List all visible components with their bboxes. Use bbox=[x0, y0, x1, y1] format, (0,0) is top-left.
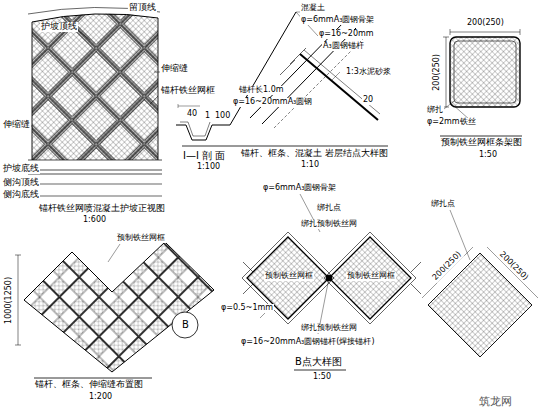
section-i-i bbox=[176, 12, 296, 146]
drawing-label: φ=6mmA₃圆钢骨架 bbox=[262, 184, 337, 193]
drawing-label: 1:50 bbox=[478, 151, 498, 160]
drawing-label: 40 bbox=[186, 110, 198, 119]
drawing-label: φ=16~20mmA₃圆钢锚杆(焊接锚杆) bbox=[240, 338, 376, 347]
drawing-label: φ=16~20mm bbox=[318, 30, 375, 39]
drawing-label: 锚杆、框条、混凝土 岩层结点大样图 bbox=[240, 149, 389, 159]
drawing-label: φ=6mmA₃圆钢骨架 bbox=[300, 16, 375, 25]
mesh-detail bbox=[422, 210, 538, 359]
drawing-label: 预制铁丝网框 bbox=[116, 234, 166, 243]
drawing-label: 1000(1250) bbox=[5, 276, 14, 325]
drawing-label: 100 bbox=[214, 112, 231, 121]
drawing-label: 侧沟顶线 bbox=[2, 178, 40, 188]
drawing-label: 1 bbox=[204, 112, 211, 121]
drawing-label: φ=0.5~1mm bbox=[220, 304, 274, 313]
drawing-label: 预制铁丝网框条架图 bbox=[440, 138, 523, 148]
drawing-label: 绑扎点 bbox=[316, 204, 342, 213]
drawing-label: 1:3水泥砂浆 bbox=[345, 68, 392, 77]
drawing-label: φ=16~20mmA₃圆钢 bbox=[232, 98, 313, 107]
drawing-label: 护坡底线 bbox=[2, 164, 40, 174]
front-view bbox=[24, 7, 162, 198]
drawing-label: 伸缩缝 bbox=[160, 64, 189, 74]
drawing-label: 绑扎预制铁丝网 bbox=[300, 220, 358, 229]
drawing-label: 1:200 bbox=[88, 393, 113, 402]
drawing-label: 20 bbox=[362, 96, 374, 105]
drawing-label: 预制铁丝网框 bbox=[346, 272, 396, 281]
drawing-label: 1:10 bbox=[300, 161, 320, 170]
drawing-label: 锚杆长1.0m bbox=[238, 86, 285, 95]
node-detail bbox=[240, 12, 388, 146]
drawing-label: φ=2mm铁丝 bbox=[426, 118, 477, 127]
drawing-label: I—I 剖 面 bbox=[182, 150, 226, 161]
drawing-label: B bbox=[181, 319, 190, 330]
drawing-label: 绑扎预制铁丝网 bbox=[300, 324, 358, 333]
drawing-label: 预制铁丝网框 bbox=[264, 272, 314, 281]
drawing-label: B点大样图 bbox=[294, 356, 343, 367]
drawing-label: 筑龙网 bbox=[478, 396, 513, 408]
drawing-label: 1:100 bbox=[196, 163, 221, 172]
drawing-label: 1:600 bbox=[82, 216, 107, 225]
drawing-label: 锚杆、框条、伸缩缝布置图 bbox=[34, 380, 144, 390]
drawing-label: A₃圆钢锚杆 bbox=[322, 42, 365, 51]
drawing-label: 混凝土 bbox=[300, 4, 326, 13]
drawing-label: 200(250) bbox=[466, 19, 505, 28]
drawing-label: 绑扎 bbox=[426, 106, 444, 115]
drawing-label: 护坡顶线 bbox=[40, 22, 78, 32]
drawing-label: 锚杆铁丝网喷混凝土护坡正视图 bbox=[38, 204, 166, 214]
drawing-label: 1:50 bbox=[312, 373, 332, 382]
drawing-label: 留顶线 bbox=[128, 3, 157, 13]
layout-plan bbox=[15, 240, 220, 378]
drawing-label: 锚杆铁丝网框 bbox=[160, 86, 216, 96]
drawing-label: 伸缩缝 bbox=[2, 120, 31, 130]
drawing-label: 绑扎点 bbox=[430, 200, 456, 209]
drawing-label: 200(250) bbox=[433, 53, 442, 92]
drawing-label: 侧沟底线 bbox=[2, 190, 40, 200]
